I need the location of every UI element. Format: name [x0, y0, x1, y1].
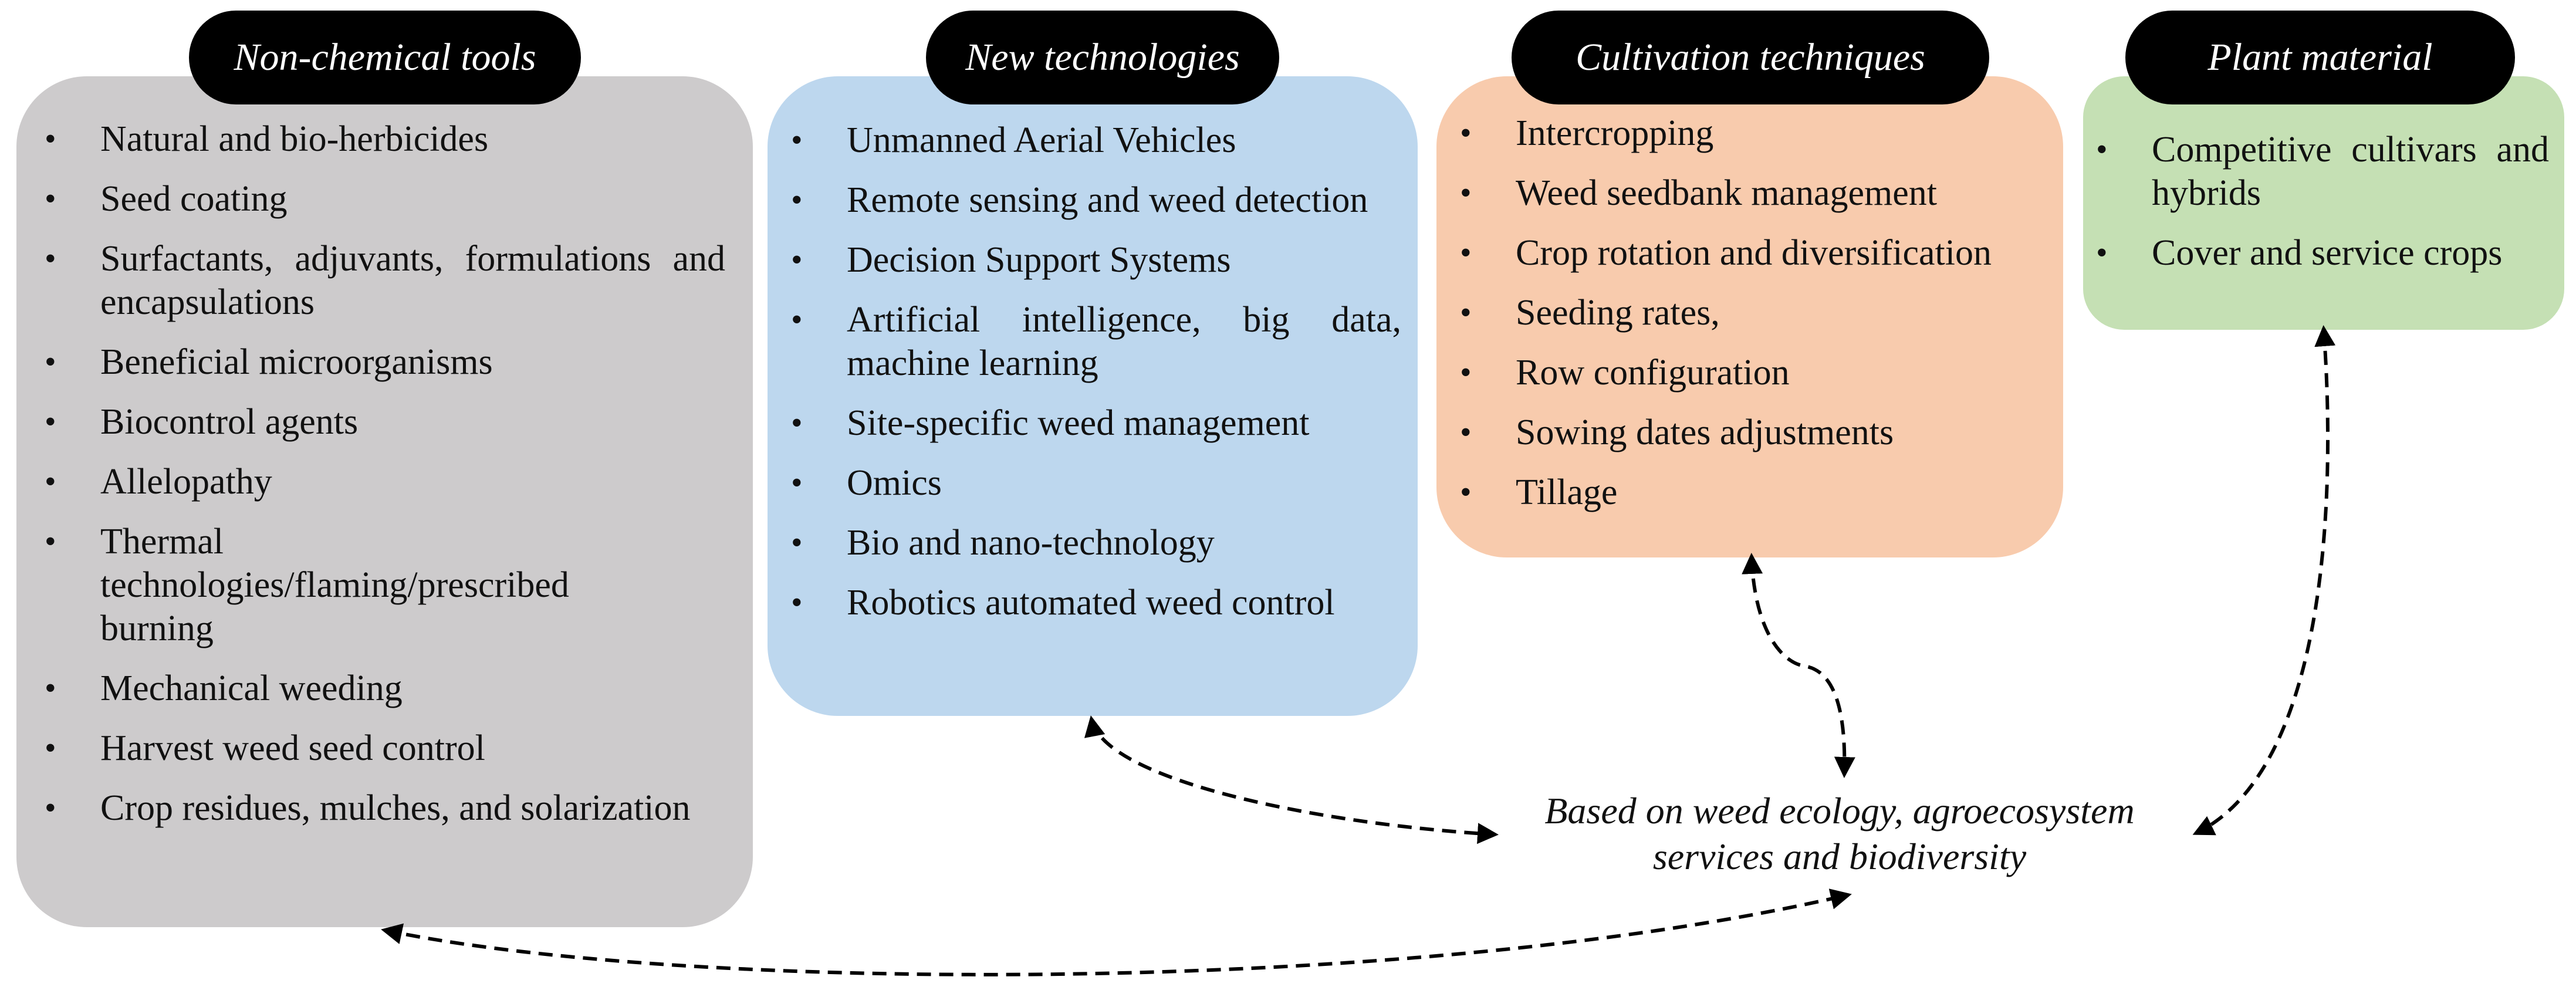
list-item: Omics: [791, 461, 1401, 505]
list-item: Cover and service crops: [2096, 231, 2549, 275]
cultivation-techniques-list: Intercropping Weed seedbank management C…: [1460, 111, 2053, 530]
non-chemical-tools-list: Natural and bio-herbicides Seed coating …: [45, 117, 725, 846]
arrow-plant-material-center: [2192, 325, 2336, 836]
list-item: Remote sensing and weed detection: [791, 178, 1401, 222]
list-item: Robotics automated weed control: [791, 581, 1401, 624]
non-chemical-tools-title: Non-chemical tools: [189, 11, 581, 104]
central-statement-line-1: Based on weed ecology, agroecosystem: [1544, 790, 2135, 832]
central-statement-line-2: services and biodiversity: [1652, 836, 2027, 877]
list-item: Beneficial microorganisms: [45, 340, 725, 384]
arrow-cultivation-center: [1742, 553, 1855, 778]
cultivation-techniques-box: Intercropping Weed seedbank management C…: [1436, 76, 2063, 557]
list-item: Decision Support Systems: [791, 238, 1401, 282]
plant-material-box: Competitive cultivars and hybrids Cover …: [2083, 76, 2564, 330]
non-chemical-tools-box: Natural and bio-herbicides Seed coating …: [16, 76, 753, 927]
list-item: Tillage: [1460, 471, 2053, 514]
list-item: Crop rotation and diversification: [1460, 231, 2053, 275]
new-technologies-title: New technologies: [926, 11, 1279, 104]
list-item: Bio and nano-technology: [791, 521, 1401, 565]
central-statement: Based on weed ecology, agroecosystem ser…: [1502, 788, 2177, 880]
list-item: Weed seedbank management: [1460, 171, 2053, 215]
arrow-new-technologies-center: [1084, 715, 1499, 844]
list-item: Artificial intelligence, big data, machi…: [791, 298, 1401, 385]
list-item: Site-specific weed management: [791, 401, 1401, 445]
list-item: Unmanned Aerial Vehicles: [791, 119, 1401, 162]
list-item: Biocontrol agents: [45, 400, 725, 444]
new-technologies-list: Unmanned Aerial Vehicles Remote sensing …: [791, 119, 1401, 641]
list-item: Surfactants, adjuvants, formulations and…: [45, 237, 725, 324]
list-item: Crop residues, mulches, and solarization: [45, 786, 725, 830]
list-item: Harvest weed seed control: [45, 726, 725, 770]
list-item: Mechanical weeding: [45, 667, 725, 710]
list-item: Seeding rates,: [1460, 291, 2053, 334]
plant-material-list: Competitive cultivars and hybrids Cover …: [2096, 128, 2549, 291]
list-item: Seed coating: [45, 177, 725, 221]
list-item: Sowing dates adjustments: [1460, 411, 2053, 454]
list-item: Intercropping: [1460, 111, 2053, 155]
list-item: Row configuration: [1460, 351, 2053, 394]
list-item: Competitive cultivars and hybrids: [2096, 128, 2549, 215]
arrow-non-chemical-center: [381, 888, 1852, 976]
list-item: Thermal technologies/flaming/prescribed …: [45, 520, 725, 650]
cultivation-techniques-title: Cultivation techniques: [1512, 11, 1989, 104]
list-item: Allelopathy: [45, 460, 725, 503]
plant-material-title: Plant material: [2125, 11, 2515, 104]
list-item: Natural and bio-herbicides: [45, 117, 725, 161]
new-technologies-box: Unmanned Aerial Vehicles Remote sensing …: [768, 76, 1418, 716]
